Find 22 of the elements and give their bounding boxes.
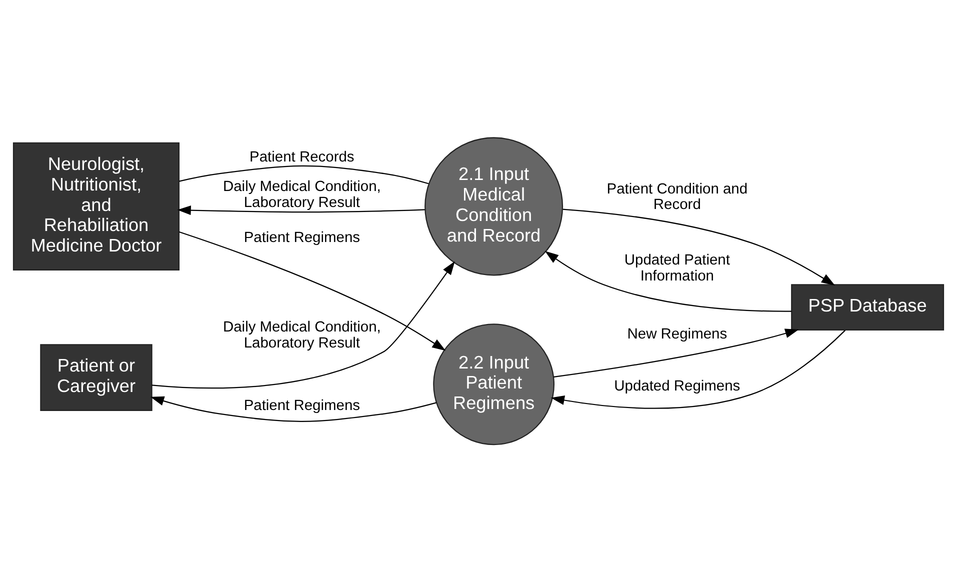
edge-label: Patient Regimens	[244, 230, 360, 246]
arrow	[554, 328, 799, 378]
node-box: Neurologist, Nutritionist, and Rehabiliation Medicine Doctor	[12, 142, 180, 270]
node-circle: 2.2 Input Patient Regimens	[433, 324, 554, 446]
arrow	[562, 208, 836, 286]
arrow	[550, 330, 846, 409]
arrow	[150, 396, 436, 422]
edge-label: Updated Regimens	[614, 378, 740, 394]
edge-label: Daily Medical Condition, Laboratory Result	[222, 179, 381, 211]
arrow	[152, 261, 455, 389]
connector	[178, 165, 429, 184]
edge-label: New Regimens	[627, 326, 728, 342]
edge-label: Patient Records	[250, 150, 354, 166]
arrow	[177, 206, 425, 216]
edge-label: Patient Condition and Record	[606, 181, 748, 214]
edge-label: Daily Medical Condition, Laboratory Result	[222, 320, 381, 352]
arrow	[178, 231, 446, 351]
edge-label: Updated Patient Information	[624, 252, 730, 285]
edge-label: Patient Regimens	[244, 398, 360, 414]
node-box: Patient or Caregiver	[40, 344, 152, 411]
node-box: PSP Database	[791, 284, 944, 331]
arrow	[544, 251, 792, 312]
